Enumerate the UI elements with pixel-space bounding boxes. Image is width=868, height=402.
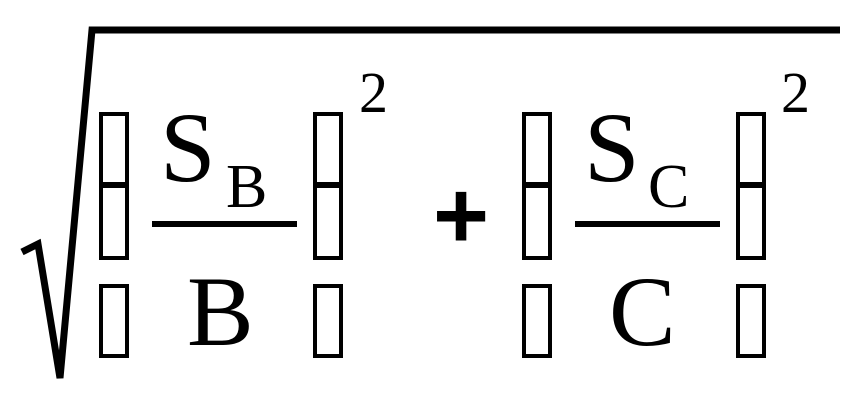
left-bracket-middle-box-c <box>522 184 552 260</box>
right-bracket-middle-box-c <box>736 184 766 260</box>
right-bracket-middle-box-b <box>313 184 343 260</box>
right-bracket-top-box-c <box>736 112 766 186</box>
denominator-c: C <box>609 256 676 367</box>
right-bracket-bottom-box-b <box>313 284 343 358</box>
numerator-s-c: S <box>584 92 640 203</box>
numerator-s-b: S <box>160 92 216 203</box>
plus-operator: + <box>433 162 490 269</box>
numerator-subscript-c: C <box>648 153 690 221</box>
right-bracket-bottom-box-c <box>736 284 766 358</box>
left-bracket-bottom-box-c <box>522 284 552 358</box>
denominator-b: B <box>187 256 254 367</box>
left-bracket-top-box-c <box>522 112 552 186</box>
fraction-bar-c <box>575 221 720 227</box>
left-bracket-middle-box-b <box>99 184 129 260</box>
exponent-c: 2 <box>781 60 810 125</box>
fraction-bar-b <box>152 221 297 227</box>
exponent-b: 2 <box>359 60 388 125</box>
right-bracket-top-box-b <box>313 112 343 186</box>
left-bracket-bottom-box-b <box>99 284 129 358</box>
left-bracket-top-box-b <box>99 112 129 186</box>
numerator-subscript-b: B <box>226 153 268 221</box>
